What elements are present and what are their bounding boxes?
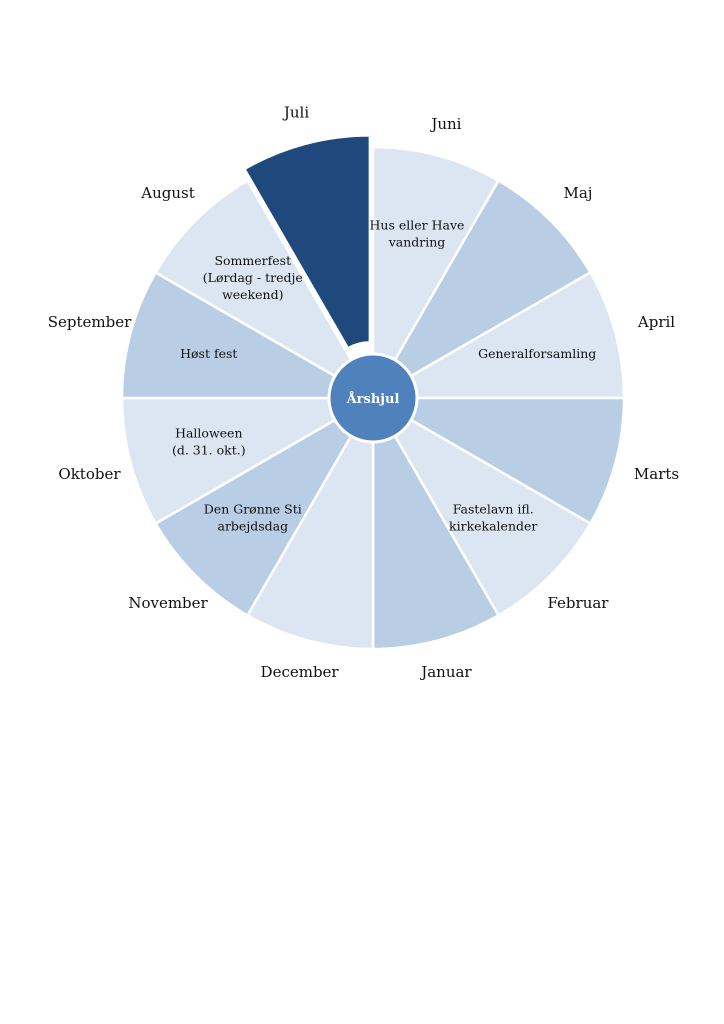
event-text-februar: Fastelavn ifl. kirkekalender <box>449 502 537 534</box>
event-line: kirkekalender <box>449 519 537 534</box>
center-hub: Årshjul <box>327 352 419 444</box>
month-label-maj: Maj <box>564 184 593 202</box>
event-line: Høst fest <box>180 346 237 361</box>
month-segments <box>120 134 626 651</box>
event-line: Fastelavn ifl. <box>453 502 534 517</box>
month-label-juli: Juli <box>282 103 309 121</box>
event-line: (d. 31. okt.) <box>172 442 246 457</box>
month-label-august: August <box>140 184 194 202</box>
event-line: Den Grønne Sti <box>204 502 302 517</box>
month-label-december: December <box>261 663 340 681</box>
month-label-februar: Februar <box>547 594 609 612</box>
month-label-april: April <box>637 313 675 331</box>
event-line: Halloween <box>175 425 242 440</box>
event-line: weekend) <box>222 287 283 302</box>
month-label-januar: Januar <box>419 663 472 681</box>
event-text-september: Høst fest <box>180 346 237 361</box>
event-line: Generalforsamling <box>478 346 596 361</box>
month-label-marts: Marts <box>634 465 679 483</box>
month-label-oktober: Oktober <box>58 465 121 483</box>
event-text-august: Sommerfest (Lørdag - tredje weekend) <box>203 253 303 302</box>
event-text-april: Generalforsamling <box>478 346 596 361</box>
month-label-juni: Juni <box>429 115 461 133</box>
segment-juli <box>242 134 372 351</box>
event-text-november: Den Grønne Sti arbejdsdag <box>204 502 302 534</box>
month-label-november: November <box>128 594 208 612</box>
event-line: (Lørdag - tredje <box>203 270 303 285</box>
center-hub-circle <box>327 352 419 444</box>
center-hub-label: Årshjul <box>346 391 400 407</box>
event-line: vandring <box>388 234 446 249</box>
event-line: arbejdsdag <box>218 519 289 534</box>
event-labels: Hus eller Have vandringGeneralforsamlingF… <box>172 217 596 533</box>
event-line: Sommerfest <box>214 253 291 268</box>
event-text-oktober: Halloween (d. 31. okt.) <box>172 425 246 457</box>
event-text-juni: Hus eller Have vandring <box>370 217 465 249</box>
month-label-september: September <box>48 313 132 331</box>
event-line: Hus eller Have <box>370 217 465 232</box>
